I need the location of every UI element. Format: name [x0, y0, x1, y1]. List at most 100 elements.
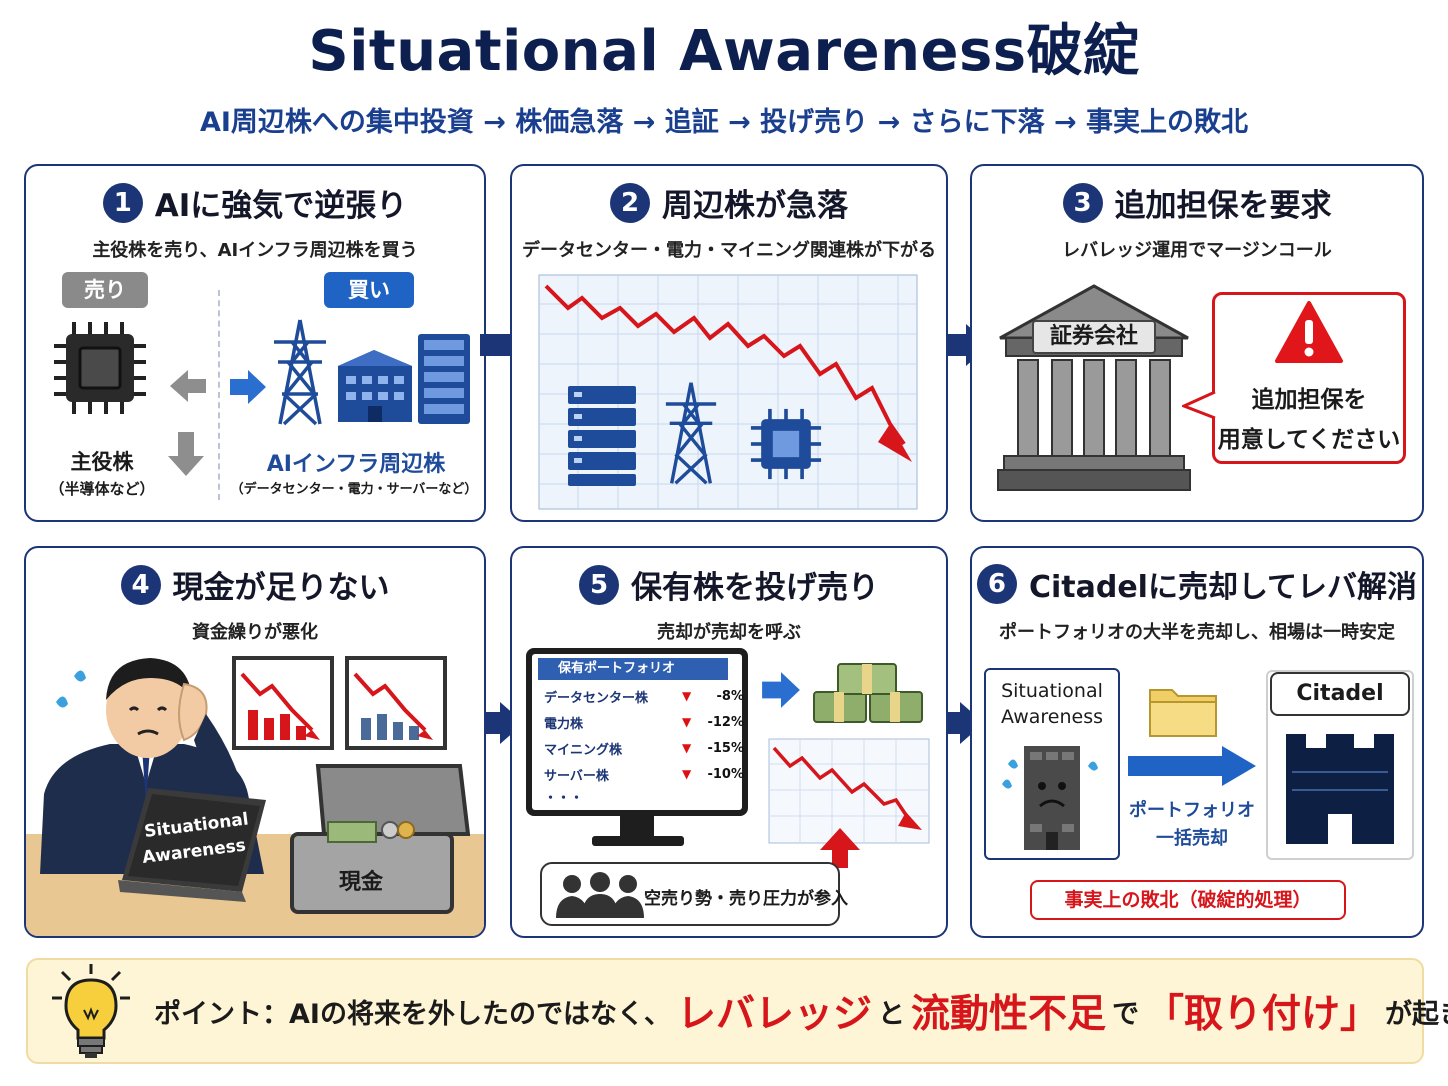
monitor-stand: [620, 816, 654, 838]
holding-name: サーバー株: [544, 768, 609, 784]
down-triangle-icon: ▼: [682, 715, 692, 729]
holding-change: -15%: [707, 740, 744, 756]
point-prefix: ポイント：AIの将来を外したのではなく、: [154, 998, 671, 1030]
left-label: 主役株: [70, 450, 134, 474]
monitor-base: [592, 836, 684, 846]
highlight-bank-run: 「取り付け」: [1144, 992, 1379, 1037]
page-title: Situational Awareness破綻: [308, 19, 1140, 84]
panel-subtitle: データセンター・電力・マイニング関連株が下がる: [522, 240, 936, 261]
server-rack-icon: [568, 386, 636, 486]
crowd-icon: [556, 872, 644, 918]
holding-row: データセンター株 ▼ -8%: [544, 684, 744, 708]
power-tower-icon: [274, 319, 326, 426]
chip-icon: [54, 322, 146, 414]
panel-subtitle: ポートフォリオの大半を売却し、相場は一時安定: [999, 622, 1395, 643]
arrow-up-icon: [820, 828, 860, 868]
arrow-down-icon: [168, 432, 204, 476]
holding-more: ・・・: [544, 790, 584, 806]
holding-name: マイニング株: [544, 742, 623, 758]
transfer-label-1: ポートフォリオ: [1129, 800, 1255, 821]
panel-title: 保有株を投げ売り: [631, 570, 879, 606]
sell-tag: 売り: [62, 272, 148, 308]
bubble-text-1: 追加担保を: [1251, 387, 1367, 413]
transfer-label-2: 一括売却: [1156, 828, 1228, 849]
page-subtitle: AI周辺株への集中投資 → 株価急落 → 追証 → 投げ売り → さらに下落 →…: [199, 107, 1249, 138]
divider: [218, 290, 220, 500]
panel-5: 5 保有株を投げ売り 売却が売却を呼ぶ 保有ポートフォリオ データセンター株 ▼ -8…: [510, 546, 948, 938]
buy-tag: 買い: [324, 272, 414, 308]
step-number: 3: [1062, 182, 1103, 223]
panel-title: 周辺株が急落: [662, 188, 848, 224]
panel-subtitle: 売却が売却を呼ぶ: [657, 622, 801, 643]
step-number: 4: [120, 564, 161, 605]
step-number: 6: [976, 564, 1017, 604]
point-mid-2: で: [1111, 998, 1139, 1030]
highlight-liquidity: 流動性不足: [910, 992, 1106, 1037]
point-mid-1: と: [877, 998, 905, 1030]
laptop-icon: [118, 788, 266, 902]
holding-row: 電力株 ▼ -12%: [544, 710, 744, 734]
bubble-tail: [1182, 390, 1216, 420]
arrow-left-icon: [170, 370, 206, 402]
right-label: AIインフラ周辺株: [266, 452, 446, 477]
sad-building-icon: [1002, 746, 1098, 850]
holding-change: -12%: [707, 714, 744, 730]
panel-6: 6 Citadelに売却してレバ解消 ポートフォリオの大半を売却し、相場は一時安定…: [970, 546, 1424, 938]
server-icon: [418, 334, 470, 424]
power-tower-icon: [665, 382, 717, 485]
monitor-icon: 保有ポートフォリオ データセンター株 ▼ -8% 電力株 ▼ -12% マイニング株 ▼ -…: [526, 648, 748, 816]
left-note: （半導体など）: [49, 480, 155, 498]
down-triangle-icon: ▼: [682, 689, 692, 703]
highlight-leverage: レバレッジ: [676, 992, 872, 1037]
from-label-1: Situational: [1001, 680, 1103, 702]
result-label: 事実上の敗北（破綻的処理）: [1030, 880, 1346, 920]
panel-title: AIに強気で逆張り: [154, 188, 408, 224]
citadel-building-icon: [1286, 734, 1394, 844]
panel-subtitle: 主役株を売り、AIインフラ周辺株を買う: [92, 240, 418, 261]
safe-label: 現金: [338, 870, 383, 895]
lightbulb-icon: [52, 964, 130, 1058]
crowd-text: 空売り勢・売り圧力が参入: [644, 889, 848, 909]
holding-row: マイニング株 ▼ -15%: [544, 736, 744, 760]
chip-icon: [750, 408, 822, 480]
panel-title: Citadelに売却してレバ解消: [1028, 570, 1418, 605]
chart-down-icon: [345, 656, 447, 750]
bank-icon: [997, 284, 1191, 491]
to-label: Citadel: [1270, 672, 1410, 716]
panel-subtitle: レバレッジ運用でマージンコール: [1062, 240, 1332, 261]
step-number: 5: [579, 564, 619, 605]
cash-box-icon: [290, 764, 470, 914]
point-suffix: が起きた: [1385, 998, 1448, 1030]
panel-title: 追加担保を要求: [1114, 188, 1332, 224]
panel-3: 3 追加担保を要求 レバレッジ運用でマージンコール 証券会社 追加担保を 用意して…: [970, 164, 1424, 522]
holding-change: -8%: [716, 688, 744, 704]
arrow-right-icon: [1128, 746, 1256, 786]
holding-change: -10%: [707, 766, 744, 782]
panel-1: 1 AIに強気で逆張り 主役株を売り、AIインフラ周辺株を買う 売り 買い 主役株: [24, 164, 486, 522]
chart-down-icon: [768, 738, 930, 844]
holding-name: データセンター株: [544, 690, 649, 706]
step-number: 2: [610, 182, 650, 223]
right-note: （データセンター・電力・サーバーなど）: [230, 482, 478, 497]
panel-title: 現金が足りない: [172, 570, 390, 606]
bank-label: 証券会社: [1032, 320, 1156, 354]
point-banner: ポイント：AIの将来を外したのではなく、 レバレッジ と 流動性不足 で 「取り…: [26, 958, 1448, 1064]
cash-stack-icon: [813, 663, 923, 723]
panel-2: 2 周辺株が急落 データセンター・電力・マイニング関連株が下がる: [510, 164, 948, 522]
building-icon: [338, 350, 412, 422]
step-number: 1: [102, 182, 143, 223]
bubble-text-2: 用意してください: [1217, 427, 1401, 453]
down-triangle-icon: ▼: [682, 767, 692, 781]
folder-icon: [1149, 689, 1217, 737]
arrow-right-icon: [762, 672, 800, 708]
arrow-right-icon: [230, 370, 266, 404]
monitor-title: 保有ポートフォリオ: [538, 658, 728, 680]
from-label-2: Awareness: [1000, 706, 1104, 728]
down-triangle-icon: ▼: [682, 741, 692, 755]
chart-down-icon: [232, 656, 334, 750]
warning-icon: [1275, 301, 1343, 363]
holding-row: サーバー株 ▼ -10%: [544, 762, 744, 786]
holding-name: 電力株: [544, 716, 584, 732]
panel-subtitle: 資金繰りが悪化: [192, 622, 318, 643]
